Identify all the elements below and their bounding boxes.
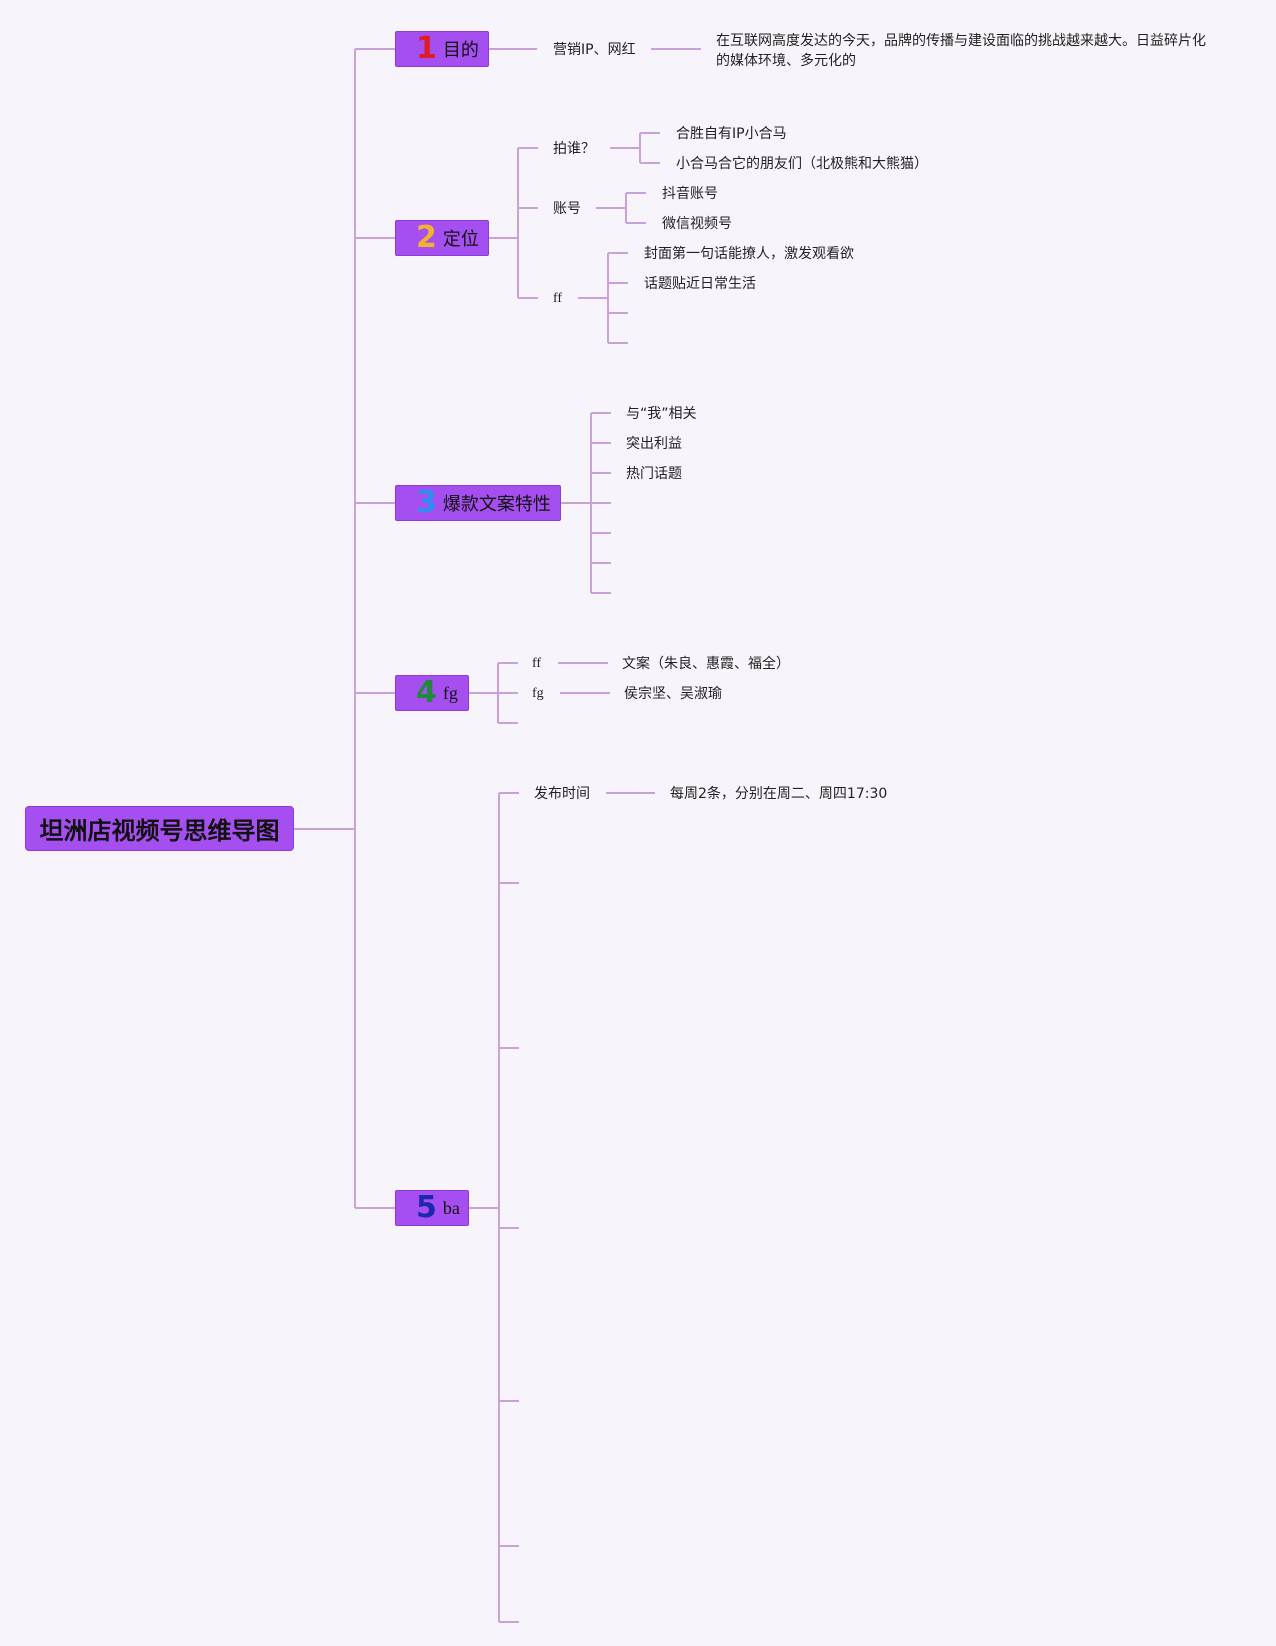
topic-item[interactable]: 话题贴近日常生活 (644, 276, 756, 292)
topic-label[interactable]: fg (532, 686, 544, 701)
branch-node-1[interactable]: 1 目的 (395, 31, 489, 67)
topic-item[interactable]: 与“我”相关 (626, 406, 697, 422)
branch-label: ba (442, 1197, 460, 1218)
topic-detail[interactable]: 每周2条，分别在周二、周四17:30 (670, 786, 888, 802)
branch-node-5[interactable]: 5 ba (395, 1190, 469, 1226)
branch-label: 定位 (442, 229, 479, 250)
topic-item[interactable]: 封面第一句话能撩人，激发观看欲 (644, 246, 854, 262)
branch-number: 2 (416, 220, 437, 255)
root-node[interactable]: 坦洲店视频号思维导图 (25, 806, 294, 851)
topic-label[interactable]: 营销IP、网红 (553, 42, 636, 58)
branch-label: fg (442, 682, 458, 703)
root-label: 坦洲店视频号思维导图 (39, 817, 280, 845)
topic-detail[interactable]: 侯宗坚、吴淑瑜 (624, 686, 722, 702)
topic-label[interactable]: 拍谁？ (553, 141, 595, 157)
topic-item[interactable]: 小合马合它的朋友们（北极熊和大熊猫） (676, 156, 928, 172)
branch-number: 3 (416, 485, 437, 520)
branch-label: 爆款文案特性 (442, 494, 551, 515)
branch-node-2[interactable]: 2 定位 (395, 220, 489, 256)
branch-label: 目的 (442, 40, 479, 61)
branch-number: 4 (416, 675, 437, 710)
topic-item[interactable]: 合胜自有IP小合马 (676, 126, 787, 142)
branch-node-4[interactable]: 4 fg (395, 675, 469, 711)
topic-detail[interactable]: 在互联网高度发达的今天，品牌的传播与建设面临的挑战越来越大。日益碎片化的媒体环境… (716, 33, 1206, 69)
topic-detail[interactable]: 文案（朱良、惠霞、福全） (622, 656, 790, 672)
topic-item[interactable]: 微信视频号 (662, 216, 732, 232)
topic-label[interactable]: 发布时间 (534, 786, 590, 802)
topic-label[interactable]: 账号 (553, 201, 581, 217)
topic-item[interactable]: 热门话题 (626, 466, 682, 482)
topic-item[interactable]: 抖音账号 (662, 186, 718, 202)
branch-number: 5 (416, 1190, 437, 1225)
topic-item[interactable]: 突出利益 (626, 436, 682, 452)
topic-label[interactable]: ff (553, 291, 563, 306)
branch-node-3[interactable]: 3 爆款文案特性 (395, 485, 561, 521)
topic-label[interactable]: ff (532, 656, 542, 671)
branch-number: 1 (416, 31, 437, 66)
